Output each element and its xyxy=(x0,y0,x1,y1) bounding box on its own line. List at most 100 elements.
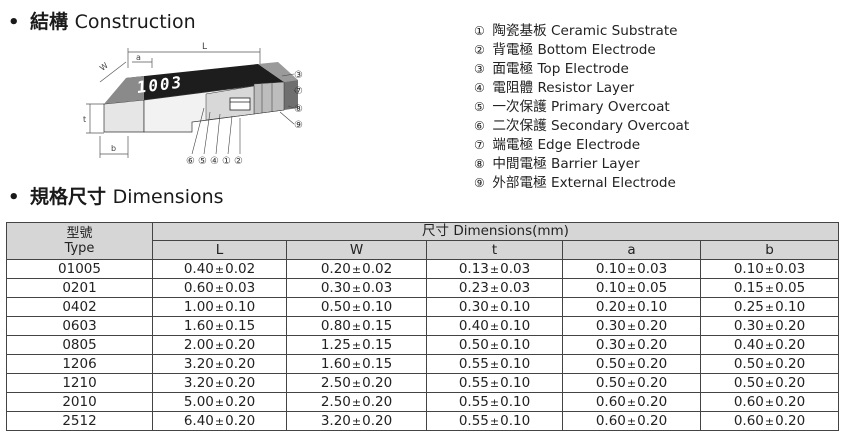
dimension-cell: 3.20±0.20 xyxy=(152,354,287,374)
tolerance-value: 0.20 xyxy=(637,412,668,429)
construction-title-en: Construction xyxy=(74,11,196,33)
plus-minus-sign: ± xyxy=(214,281,225,295)
bottom-callout-lines xyxy=(191,107,241,155)
callout-9: ⑨ xyxy=(294,120,303,131)
b-label: b xyxy=(111,144,116,153)
legend-item: ⑥ 二次保護 Secondary Overcoat xyxy=(474,118,690,134)
tolerance-value: 0.15 xyxy=(362,336,393,353)
callout-2: ② xyxy=(234,156,243,167)
dimension-cell: 2.50±0.20 xyxy=(286,392,427,412)
dimension-cell: 0.50±0.20 xyxy=(700,373,839,393)
nominal-value: 0.40 xyxy=(183,260,214,277)
type-cell: 2010 xyxy=(6,392,153,412)
nominal-value: 0.50 xyxy=(320,298,351,315)
plus-minus-sign: ± xyxy=(489,376,500,390)
dimension-cell: 0.15±0.05 xyxy=(700,278,839,298)
legend-item: ⑤ 一次保護 Primary Overcoat xyxy=(474,99,670,115)
right-terminal-side xyxy=(284,80,298,110)
callout-3: ③ xyxy=(294,70,303,81)
legend-item: ⑦ 端電極 Edge Electrode xyxy=(474,137,641,153)
nominal-value: 0.10 xyxy=(595,279,626,296)
dimension-cell: 5.00±0.20 xyxy=(152,392,287,412)
plus-minus-sign: ± xyxy=(489,262,500,276)
nominal-value: 0.40 xyxy=(733,336,764,353)
layer-legend: ① 陶瓷基板 Ceramic Substrate ② 背電極 Bottom El… xyxy=(474,22,689,193)
callout-1: ① xyxy=(222,156,231,167)
tolerance-value: 0.15 xyxy=(362,317,393,334)
type-cell: 1210 xyxy=(6,373,153,393)
dimension-cell: 0.55±0.10 xyxy=(426,392,563,412)
plus-minus-sign: ± xyxy=(351,338,362,352)
b-dimension-line xyxy=(99,136,129,158)
tolerance-value: 0.20 xyxy=(775,355,806,372)
plus-minus-sign: ± xyxy=(626,376,637,390)
left-terminal xyxy=(104,76,144,104)
nominal-value: 6.40 xyxy=(183,412,214,429)
dimension-cell: 0.25±0.10 xyxy=(700,297,839,317)
dimension-cell: 0.10±0.03 xyxy=(700,259,839,279)
dimension-cell: 1.60±0.15 xyxy=(152,316,287,336)
plus-minus-sign: ± xyxy=(764,338,775,352)
nominal-value: 0.60 xyxy=(733,393,764,410)
plus-minus-sign: ± xyxy=(214,376,225,390)
nominal-value: 0.80 xyxy=(320,317,351,334)
type-cell: 0201 xyxy=(6,278,153,298)
tolerance-value: 0.10 xyxy=(500,412,531,429)
dimension-cell: 0.40±0.20 xyxy=(700,335,839,355)
dimension-cell: 0.20±0.10 xyxy=(562,297,701,317)
legend-item: ⑨ 外部電極 External Electrode xyxy=(474,175,676,191)
plus-minus-sign: ± xyxy=(626,281,637,295)
nominal-value: 0.55 xyxy=(458,374,489,391)
nominal-value: 0.60 xyxy=(595,393,626,410)
nominal-value: 3.20 xyxy=(183,355,214,372)
tolerance-value: 0.20 xyxy=(775,336,806,353)
tolerance-value: 0.20 xyxy=(225,374,256,391)
tolerance-value: 0.10 xyxy=(500,317,531,334)
column-header-b: b xyxy=(700,240,839,260)
callout-6: ⑥ xyxy=(186,156,195,167)
dimension-cell: 0.50±0.20 xyxy=(562,373,701,393)
tolerance-value: 0.10 xyxy=(500,393,531,410)
dimension-cell: 0.55±0.10 xyxy=(426,354,563,374)
tolerance-value: 0.02 xyxy=(225,260,256,277)
tolerance-value: 0.15 xyxy=(362,355,393,372)
tolerance-value: 0.20 xyxy=(637,374,668,391)
tolerance-value: 0.20 xyxy=(225,393,256,410)
plus-minus-sign: ± xyxy=(489,281,500,295)
tolerance-value: 0.20 xyxy=(775,393,806,410)
tolerance-value: 0.03 xyxy=(637,260,668,277)
dimension-cell: 0.10±0.05 xyxy=(562,278,701,298)
nominal-value: 0.13 xyxy=(458,260,489,277)
dimension-cell: 0.60±0.20 xyxy=(700,411,839,431)
tolerance-value: 0.15 xyxy=(225,317,256,334)
nominal-value: 0.50 xyxy=(733,374,764,391)
plus-minus-sign: ± xyxy=(351,395,362,409)
type-cell: 0402 xyxy=(6,297,153,317)
nominal-value: 0.55 xyxy=(458,412,489,429)
plus-minus-sign: ± xyxy=(626,414,637,428)
nominal-value: 3.20 xyxy=(183,374,214,391)
nominal-value: 1.00 xyxy=(183,298,214,315)
plus-minus-sign: ± xyxy=(351,357,362,371)
nominal-value: 0.20 xyxy=(320,260,351,277)
tolerance-value: 0.20 xyxy=(362,393,393,410)
tolerance-value: 0.05 xyxy=(637,279,668,296)
nominal-value: 0.30 xyxy=(458,298,489,315)
dimension-cell: 0.50±0.10 xyxy=(286,297,427,317)
tolerance-value: 0.20 xyxy=(362,374,393,391)
nominal-value: 0.60 xyxy=(733,412,764,429)
dimension-cell: 0.40±0.10 xyxy=(426,316,563,336)
plus-minus-sign: ± xyxy=(214,262,225,276)
dimension-cell: 0.13±0.03 xyxy=(426,259,563,279)
dimension-cell: 0.60±0.03 xyxy=(152,278,287,298)
nominal-value: 2.50 xyxy=(320,374,351,391)
length-label: L xyxy=(202,42,207,52)
dimension-cell: 0.20±0.02 xyxy=(286,259,427,279)
type-cell: 01005 xyxy=(6,259,153,279)
type-cell: 0805 xyxy=(6,335,153,355)
